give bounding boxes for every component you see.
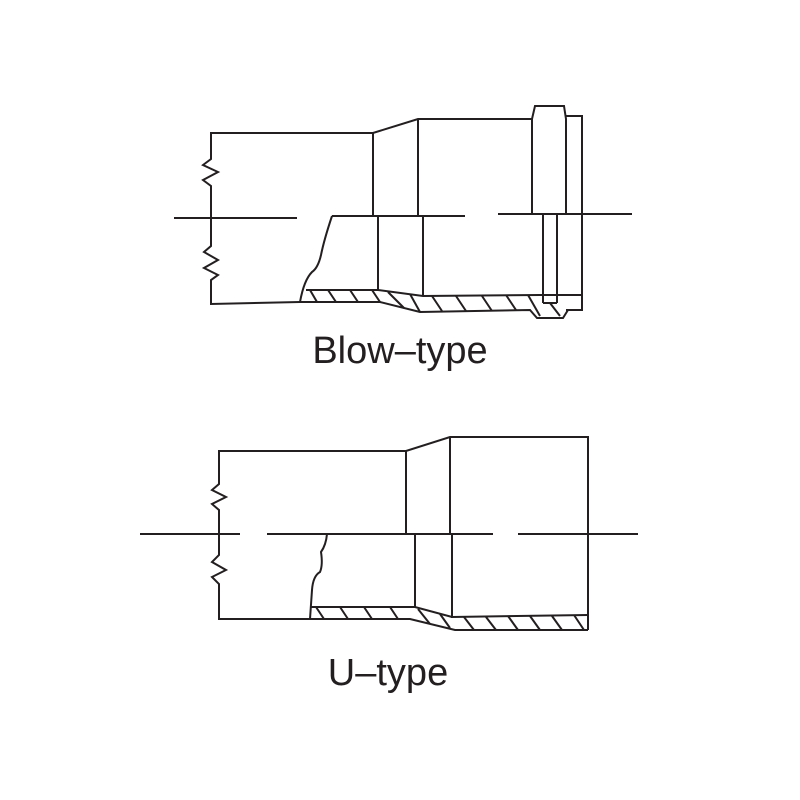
u-break-line (309, 533, 328, 620)
blow-break-line (299, 215, 333, 303)
blow-type-label: Blow–type (312, 330, 488, 372)
u-type-label: U–type (327, 652, 449, 694)
u-outline-top (210, 436, 589, 630)
blow-wall-outer (300, 301, 582, 319)
blow-outline-top (201, 105, 567, 218)
u-type-drawing (140, 436, 638, 631)
u-wall-inner (310, 606, 589, 619)
u-hatch (315, 606, 585, 631)
blow-wall-inner (306, 289, 582, 298)
u-outline-lower-left (210, 534, 310, 620)
blow-hatch (309, 289, 561, 317)
blow-type-drawing (174, 105, 632, 319)
u-wall-outer (310, 618, 588, 631)
blow-outline-lower-left (201, 218, 301, 306)
